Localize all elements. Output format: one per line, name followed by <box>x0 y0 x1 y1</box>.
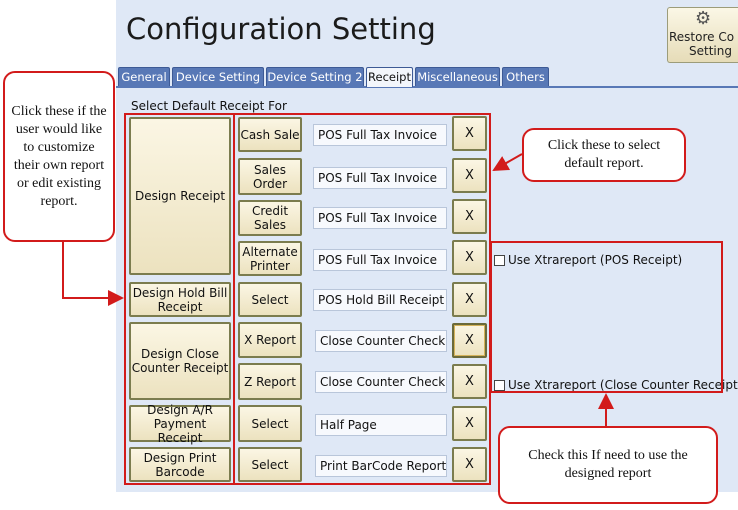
design-print-barcode-button[interactable]: Design Print Barcode <box>129 447 231 482</box>
callout-text: Click these if the user would like to cu… <box>11 103 107 209</box>
tab-strip-line <box>116 86 738 88</box>
select-label: Sales <box>254 162 286 177</box>
design-print-barcode-label-1: Design Print <box>143 450 217 465</box>
tab-device-setting[interactable]: Device Setting <box>172 67 264 86</box>
tab-device-setting-2[interactable]: Device Setting 2 <box>266 67 364 86</box>
close-icon: X <box>465 250 474 265</box>
design-receipt-label: Design Receipt <box>134 189 226 203</box>
report-field-credit-sales[interactable]: POS Full Tax Invoice <box>313 207 447 229</box>
clear-x-report-button[interactable]: X <box>452 323 487 358</box>
design-ar-payment-button[interactable]: Design A/R Payment Receipt <box>129 402 231 445</box>
select-credit-sales-button[interactable]: Credit Sales <box>238 200 302 236</box>
select-ar-payment-button[interactable]: Select <box>238 405 302 442</box>
close-icon: X <box>465 209 474 224</box>
clear-cash-sale-button[interactable]: X <box>452 116 487 151</box>
report-field-hold-bill[interactable]: POS Hold Bill Receipt <box>313 289 447 311</box>
close-icon: X <box>465 126 474 141</box>
select-cash-sale-button[interactable]: Cash Sale <box>238 117 302 152</box>
clear-print-barcode-button[interactable]: X <box>452 447 487 482</box>
callout-text: Click these to select default report. <box>547 138 661 171</box>
select-label: Alternate <box>242 244 298 259</box>
annotation-rect-design <box>124 113 235 485</box>
report-field-ar-payment[interactable]: Half Page <box>315 414 447 436</box>
annotation-rect-checkboxes <box>490 241 723 393</box>
report-field-z-report[interactable]: Close Counter Check Ou <box>315 371 447 393</box>
select-label: X Report <box>244 333 296 347</box>
design-hold-bill-button[interactable]: Design Hold Bill Receipt <box>129 282 231 317</box>
select-label: Select <box>251 416 289 431</box>
design-close-counter-label-1: Design Close <box>141 347 219 361</box>
close-icon: X <box>465 168 474 183</box>
select-label: Sales <box>254 218 286 232</box>
use-xtrareport-pos-checkbox[interactable]: Use Xtrareport (POS Receipt) <box>494 253 682 267</box>
select-label: Order <box>252 176 288 191</box>
checkbox-box[interactable] <box>494 254 505 266</box>
page-title: Configuration Setting <box>126 12 436 46</box>
restore-button-label-1: Restore Co <box>669 30 735 44</box>
clear-alternate-printer-button[interactable]: X <box>452 240 487 275</box>
report-field-cash-sale[interactable]: POS Full Tax Invoice <box>313 124 447 146</box>
callout-design-buttons: Click these if the user would like to cu… <box>3 71 115 242</box>
checkbox-box[interactable] <box>494 379 505 391</box>
clear-credit-sales-button[interactable]: X <box>452 199 487 234</box>
gear-icon: ⚙ <box>695 8 712 29</box>
clear-sales-order-button[interactable]: X <box>452 158 487 193</box>
select-hold-bill-button[interactable]: Select <box>238 282 302 317</box>
design-close-counter-button[interactable]: Design Close Counter Receipt <box>129 322 231 400</box>
design-close-counter-label-2: Counter Receipt <box>131 361 229 375</box>
arrow-left <box>62 242 124 306</box>
checkbox-label: Use Xtrareport (POS Receipt) <box>508 253 683 267</box>
callout-text: Check this If need to use the designed r… <box>528 448 688 481</box>
tab-general[interactable]: General <box>118 67 170 86</box>
callout-check-xtrareport: Check this If need to use the designed r… <box>498 426 718 504</box>
close-icon: X <box>465 292 474 307</box>
design-ar-payment-label-1: Design A/R <box>147 402 213 417</box>
design-receipt-button[interactable]: Design Receipt <box>129 117 231 275</box>
clear-z-report-button[interactable]: X <box>452 364 487 399</box>
restore-config-button[interactable]: ⚙ Restore Co Setting <box>667 7 738 63</box>
report-field-x-report[interactable]: Close Counter Check Ou <box>315 330 447 352</box>
close-icon: X <box>465 416 474 431</box>
callout-select-report: Click these to select default report. <box>522 128 686 182</box>
select-z-report-button[interactable]: Z Report <box>238 363 302 400</box>
tab-receipt[interactable]: Receipt <box>366 67 413 87</box>
select-label: Z Report <box>244 374 296 389</box>
design-hold-bill-label-2: Receipt <box>157 299 203 314</box>
restore-button-label-2: Setting <box>689 44 732 58</box>
design-ar-payment-label-2: Payment Receipt <box>153 416 207 445</box>
report-field-sales-order[interactable]: POS Full Tax Invoice <box>313 167 447 189</box>
close-icon: X <box>465 457 474 472</box>
close-icon: X <box>465 333 474 348</box>
clear-ar-payment-button[interactable]: X <box>452 406 487 441</box>
section-label: Select Default Receipt For <box>131 99 287 113</box>
select-label: Select <box>251 457 289 472</box>
close-icon: X <box>465 374 474 389</box>
select-sales-order-button[interactable]: Sales Order <box>238 158 302 195</box>
arrow-right <box>492 153 523 171</box>
report-field-print-barcode[interactable]: Print BarCode Report (2 <box>315 455 447 477</box>
design-print-barcode-label-2: Barcode <box>155 464 205 479</box>
select-label: Select <box>251 292 289 307</box>
checkbox-label: Use Xtrareport (Close Counter Receipt) <box>508 378 738 392</box>
select-x-report-button[interactable]: X Report <box>238 322 302 358</box>
select-alternate-printer-button[interactable]: Alternate Printer <box>238 241 302 276</box>
select-label: Cash Sale <box>240 127 300 142</box>
use-xtrareport-close-counter-checkbox[interactable]: Use Xtrareport (Close Counter Receipt) <box>494 378 738 392</box>
design-hold-bill-label-1: Design Hold Bill <box>132 285 228 300</box>
report-field-alternate-printer[interactable]: POS Full Tax Invoice <box>313 249 447 271</box>
select-label: Credit <box>251 204 289 218</box>
select-print-barcode-button[interactable]: Select <box>238 447 302 482</box>
clear-hold-bill-button[interactable]: X <box>452 282 487 317</box>
select-label: Printer <box>250 258 290 273</box>
tab-miscellaneous[interactable]: Miscellaneous <box>415 67 500 86</box>
tab-others[interactable]: Others <box>502 67 549 86</box>
